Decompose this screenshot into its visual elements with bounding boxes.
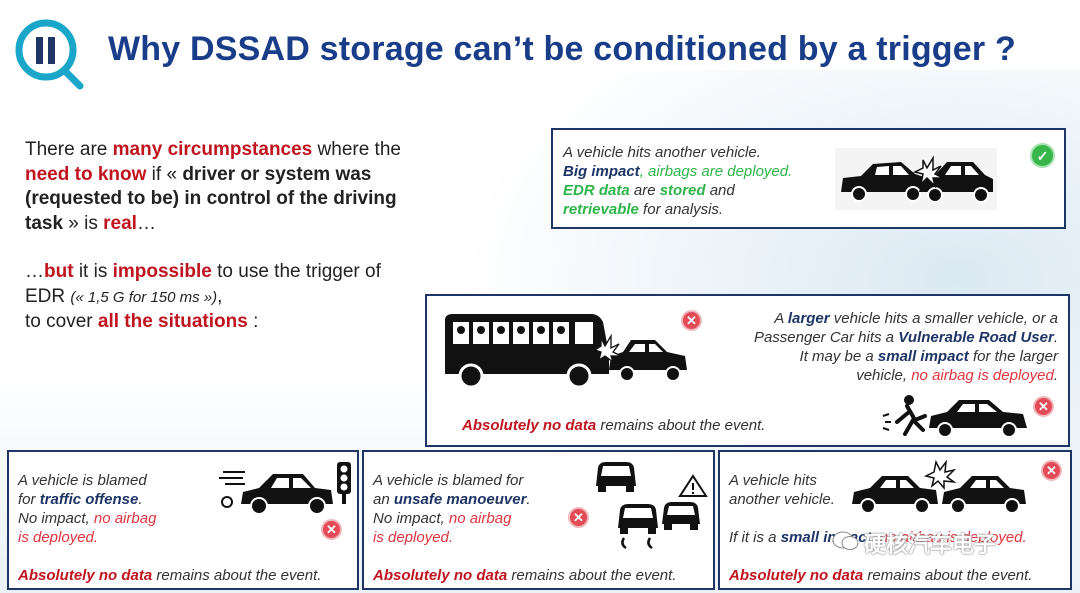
- two-cars-minor-collision-icon: [852, 460, 1026, 514]
- x-icon: ✕: [1033, 396, 1054, 417]
- check-icon: ✓: [1030, 143, 1055, 168]
- case-small-impact-text-top: A vehicle hits another vehicle.: [729, 472, 835, 508]
- wechat-icon: [832, 531, 859, 550]
- no-data-note: Absolutely no data remains about the eve…: [18, 567, 322, 584]
- case-traffic-offense-box: A vehicle is blamed for traffic offense.…: [7, 450, 359, 590]
- case-big-impact-box: A vehicle hits another vehicle. Big impa…: [551, 128, 1066, 229]
- x-icon: ✕: [568, 507, 589, 528]
- intro-paragraph-2: …but it is impossible to use the trigger…: [25, 261, 381, 332]
- skidding-cars-warning-icon: [596, 462, 708, 550]
- intro-paragraph-1: There are many circumpstances where the …: [25, 139, 401, 234]
- two-cars-collision-icon: [835, 148, 997, 210]
- x-icon: ✕: [681, 310, 702, 331]
- no-data-note: Absolutely no data remains about the eve…: [462, 417, 766, 434]
- bus-hits-car-icon: [445, 314, 687, 389]
- no-data-note: Absolutely no data remains about the eve…: [373, 567, 677, 584]
- car-hits-pedestrian-icon: [882, 395, 1027, 438]
- page-title: Why DSSAD storage can’t be conditioned b…: [108, 30, 1016, 68]
- case-larger-vehicle-text: A larger vehicle hits a smaller vehicle,…: [753, 310, 1058, 384]
- case-unsafe-manoeuver-box: A vehicle is blamed for an unsafe manoeu…: [362, 450, 715, 590]
- case-larger-vehicle-box: ✕ A larger vehicle hits a smaller vehicl…: [425, 294, 1070, 447]
- x-icon: ✕: [1041, 460, 1062, 481]
- no-data-note: Absolutely no data remains about the eve…: [729, 567, 1033, 584]
- intro-text: There are many circumpstances where the …: [25, 138, 415, 335]
- speeding-car-traffic-light-icon: [219, 462, 351, 515]
- x-icon: ✕: [321, 519, 342, 540]
- case-unsafe-manoeuver-text: A vehicle is blamed for an unsafe manoeu…: [373, 472, 531, 546]
- case-small-impact-box: A vehicle hits another vehicle. ✕ If it …: [718, 450, 1072, 590]
- case-big-impact-text: A vehicle hits another vehicle. Big impa…: [563, 144, 793, 218]
- case-traffic-offense-text: A vehicle is blamed for traffic offense.…: [18, 472, 157, 546]
- magnifier-logo-icon: [15, 19, 84, 90]
- watermark: 硬核汽车电子: [864, 532, 997, 557]
